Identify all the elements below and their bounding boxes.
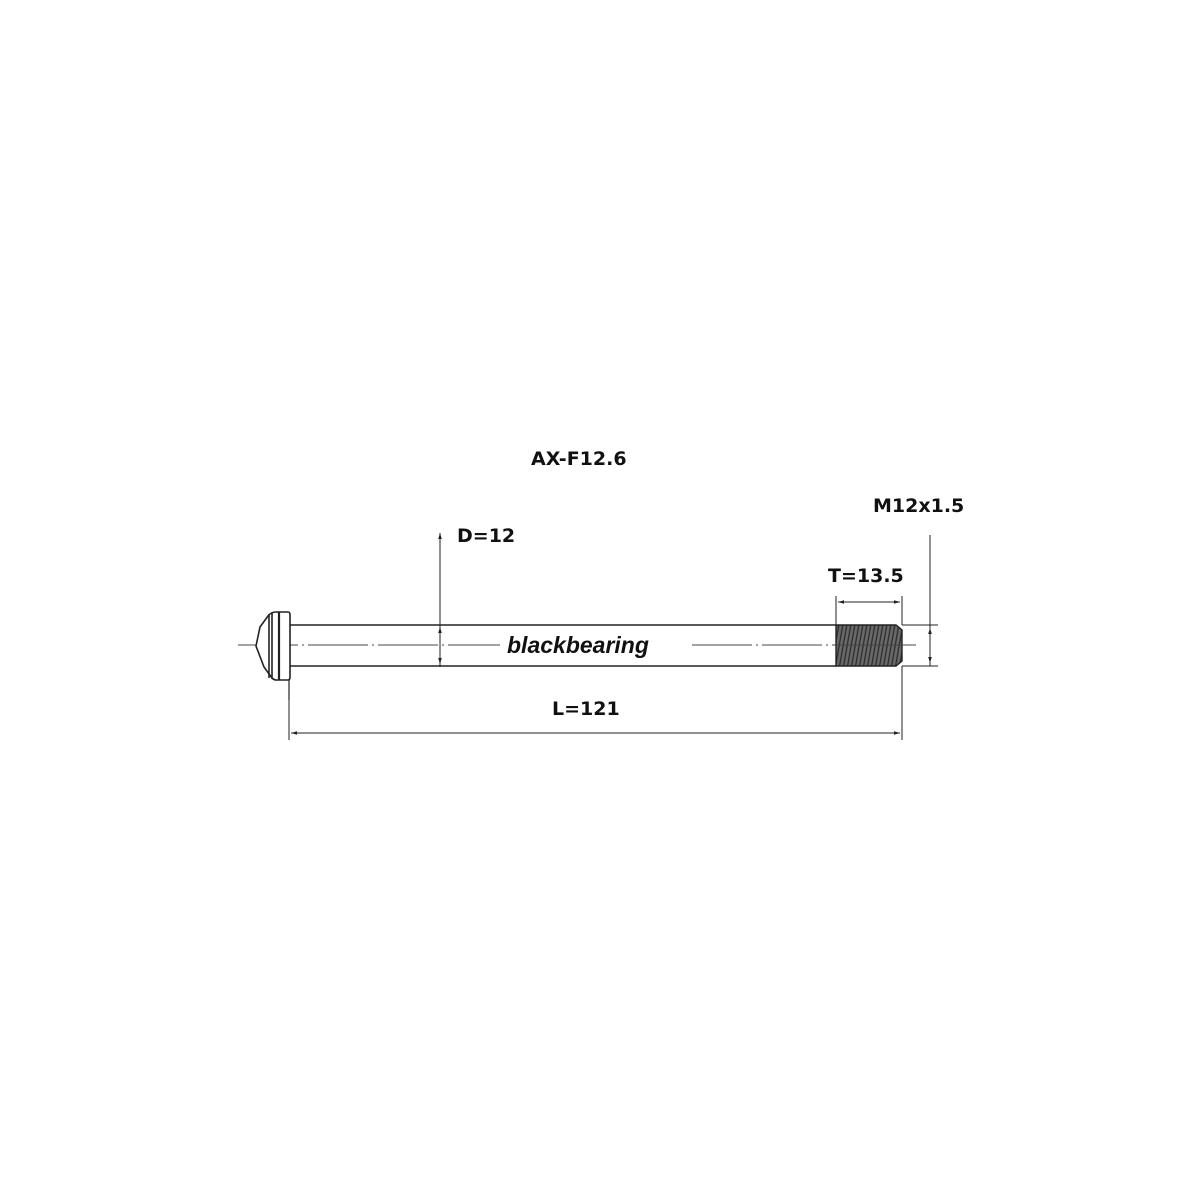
- thread-length-dimension: [835, 596, 903, 625]
- thread-spec-label: M12x1.5: [873, 495, 965, 517]
- threaded-section: [835, 624, 916, 667]
- thread-length-label: T=13.5: [828, 565, 904, 587]
- length-label: L=121: [552, 698, 620, 720]
- brand-logo: blackbearing: [507, 632, 649, 658]
- diameter-label: D=12: [457, 525, 516, 547]
- axle-shaft: [290, 624, 836, 667]
- length-dimension: [288, 680, 900, 740]
- thread-spec-dimension: [901, 535, 938, 740]
- axle-head: [255, 611, 291, 700]
- part-number-title: AX-F12.6: [531, 448, 627, 470]
